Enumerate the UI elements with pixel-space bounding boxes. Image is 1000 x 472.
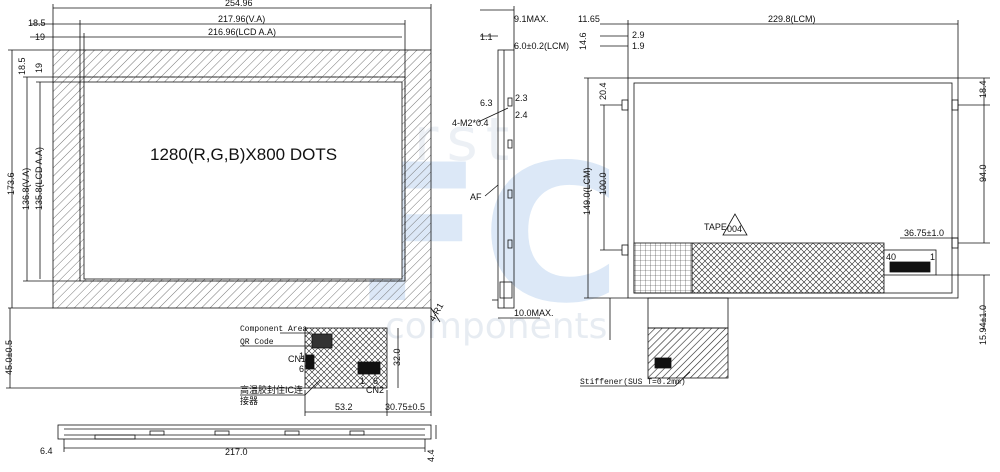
component-area-label: Component Area [240, 325, 307, 334]
rear-pcb-right [691, 242, 885, 294]
dim-fpc-total: 45.0±0.5 [4, 340, 14, 375]
watermark-components: components [385, 306, 607, 347]
badge-label: 004 [727, 224, 742, 234]
dim-rear-conn: 36.75±1.0 [904, 228, 944, 238]
stiffener-label: Stiffener(SUS T=0.2mm) [580, 378, 686, 387]
dim-rear-top: 14.6 [578, 32, 588, 50]
dim-overall-height: 173.6 [6, 172, 16, 195]
dim-side-t1: 1.1 [480, 32, 493, 42]
dim-rear-r1: 2.9 [632, 30, 645, 40]
stiffener-block [647, 327, 729, 379]
dim-aa-width: 216.96(LCD A.A) [208, 27, 276, 37]
rear-fpc [647, 297, 729, 329]
qr-code-label: QR Code [240, 338, 274, 347]
dim-fpc-pos: 53.2 [335, 402, 353, 412]
dim-aa-height: 135.8(LCD A.A) [34, 147, 44, 210]
dim-fpc-width: 30.75±0.5 [385, 402, 425, 412]
dim-side-max: 9.1MAX. [514, 14, 549, 24]
dim-overall-width: 254.96 [225, 0, 253, 8]
dim-offset-a: 18.5 [28, 18, 46, 28]
dim-side-d3: 2.4 [515, 110, 528, 120]
dim-side-lcm: 6.0±0.2(LCM) [514, 41, 569, 51]
dim-rear-lcm-width: 229.8(LCM) [768, 14, 816, 24]
dim-left-offset-a: 18.5 [17, 57, 27, 75]
badge-triangle [722, 213, 748, 236]
cn1-pin6: 6 [299, 364, 304, 374]
dim-bottom-thickness: 4.4 [426, 449, 436, 462]
front-view: 1280(R,G,B)X800 DOTS 254.96 217.96(V.A) … [4, 0, 445, 416]
bottom-view: 6.4 217.0 4.4 [40, 424, 437, 462]
dim-bottom-left: 6.4 [40, 446, 53, 456]
dim-rear-h94: 94.0 [978, 164, 988, 182]
rear-pin1: 1 [930, 252, 935, 262]
cn2-block [357, 361, 381, 375]
tape-label: TAPE [704, 222, 727, 232]
dim-rear-bottom: 15.94±1.0 [978, 305, 988, 345]
rear-outline [627, 77, 959, 299]
cn1-pin1: 1 [299, 351, 304, 361]
dim-rear-left: 11.65 [578, 14, 600, 24]
af-label: AF [470, 192, 482, 202]
dim-va-width: 217.96(V.A) [218, 14, 265, 24]
ic-note-line2: 接器 [240, 395, 258, 406]
dim-fpc-height: 32.0 [392, 348, 402, 366]
dim-rear-height: 149.0(LCM) [582, 167, 592, 215]
dim-side-d2: 2.3 [515, 93, 528, 103]
cn1-label: CN1 [288, 354, 306, 364]
cn2-pin6: 6 [373, 376, 378, 386]
rear-pin40: 40 [886, 252, 896, 262]
dim-bottom-width: 217.0 [225, 447, 248, 457]
dim-side-d1: 6.3 [480, 98, 493, 108]
cn1-block [305, 354, 315, 370]
rear-view: 40 1 TAPE 004 Stiffener(SUS T=0.2mm) 229… [578, 14, 990, 387]
ic-note-line1: 高温胶封住IC连 [240, 384, 303, 395]
resolution-label: 1280(R,G,B)X800 DOTS [150, 145, 337, 164]
qr-code-block [311, 333, 333, 349]
dim-offset-b: 19 [35, 32, 45, 42]
dim-rear-h100: 100.0 [598, 172, 608, 195]
bottom-outline [57, 424, 432, 440]
dim-rear-d20: 20.4 [598, 82, 608, 100]
dim-rear-r2: 1.9 [632, 41, 645, 51]
rear-pcb-left [633, 242, 693, 294]
side-outline [497, 49, 515, 309]
dim-rear-right-top: 18.4 [978, 80, 988, 98]
dim-va-height: 136.8(V.A) [21, 168, 31, 210]
cn2-pin1: 1 [360, 376, 365, 386]
screw-label: 4-M2*0.4 [452, 118, 489, 128]
cn2-label: CN2 [366, 385, 384, 395]
dim-left-offset-b: 19 [34, 63, 44, 73]
front-aa [83, 81, 403, 280]
dim-side-fpc: 10.0MAX. [514, 308, 554, 318]
side-view: 9.1MAX. 1.1 6.0±0.2(LCM) 6.3 2.3 2.4 4-M… [452, 6, 569, 319]
